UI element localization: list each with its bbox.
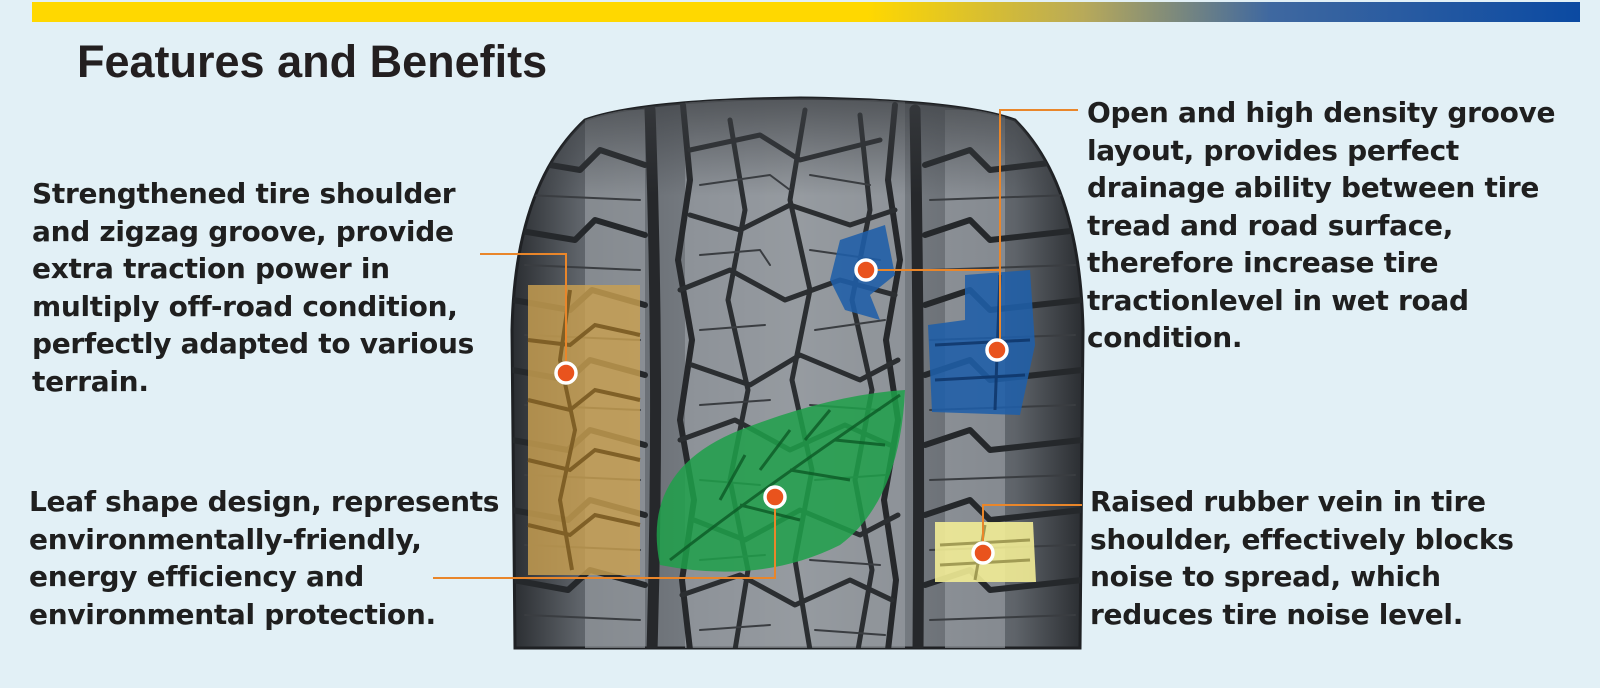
- marker-dot-leaf: [763, 485, 787, 509]
- callout-groove-line: Open and high density groove: [1087, 96, 1556, 129]
- callout-groove-line: tread and road surface,: [1087, 208, 1454, 242]
- callout-groove-line: condition.: [1087, 321, 1243, 354]
- callout-leaf-line: environmental protection.: [29, 597, 436, 631]
- callout-vein-line: noise to spread, which: [1090, 560, 1441, 593]
- callout-shoulder: Strengthened tire shoulder and zigzag gr…: [32, 175, 474, 400]
- page-title: Features and Benefits: [77, 36, 548, 87]
- callout-leaf-line: environmentally-friendly,: [29, 522, 422, 556]
- callout-leaf-line: Leaf shape design, represents: [29, 485, 500, 518]
- callout-shoulder-line: terrain.: [32, 364, 149, 398]
- callout-leaf: Leaf shape design, represents environmen…: [29, 483, 499, 633]
- leader-line-leaf: [433, 497, 776, 579]
- marker-dot-shoulder: [554, 361, 578, 385]
- callout-shoulder-line: perfectly adapted to various: [32, 327, 474, 360]
- leader-line-vein: [982, 504, 1082, 553]
- callout-vein-line: reduces tire noise level.: [1090, 597, 1464, 631]
- callout-groove-line: layout, provides perfect: [1087, 133, 1460, 167]
- callout-groove-line: tractionlevel in wet road: [1087, 283, 1469, 317]
- callout-shoulder-line: multiply off-road condition,: [32, 289, 458, 323]
- shoulder-highlight: [527, 285, 641, 575]
- callout-shoulder-line: extra traction power in: [32, 252, 390, 285]
- callout-shoulder-line: Strengthened tire shoulder: [32, 177, 456, 210]
- callout-shoulder-line: and zigzag groove, provide: [32, 214, 454, 248]
- callout-vein-line: Raised rubber vein in tire: [1090, 485, 1486, 518]
- marker-dot-groove-2: [985, 338, 1009, 362]
- callout-vein-line: shoulder, effectively blocks: [1090, 522, 1514, 556]
- callout-vein: Raised rubber vein in tire shoulder, eff…: [1090, 483, 1514, 633]
- callout-groove-line: therefore increase tire: [1087, 246, 1439, 279]
- top-gradient-bar: [32, 2, 1580, 22]
- leader-lines: [433, 109, 1082, 579]
- leaf-highlight: [656, 390, 905, 572]
- leader-line-shoulder: [480, 253, 567, 373]
- callout-leaf-line: energy efficiency and: [29, 560, 365, 593]
- callout-groove-line: drainage ability between tire: [1087, 171, 1540, 204]
- marker-dot-groove-1: [854, 258, 878, 282]
- callout-groove: Open and high density groove layout, pro…: [1087, 94, 1555, 357]
- leader-line-groove-2: [999, 109, 1078, 350]
- marker-dot-vein: [971, 541, 995, 565]
